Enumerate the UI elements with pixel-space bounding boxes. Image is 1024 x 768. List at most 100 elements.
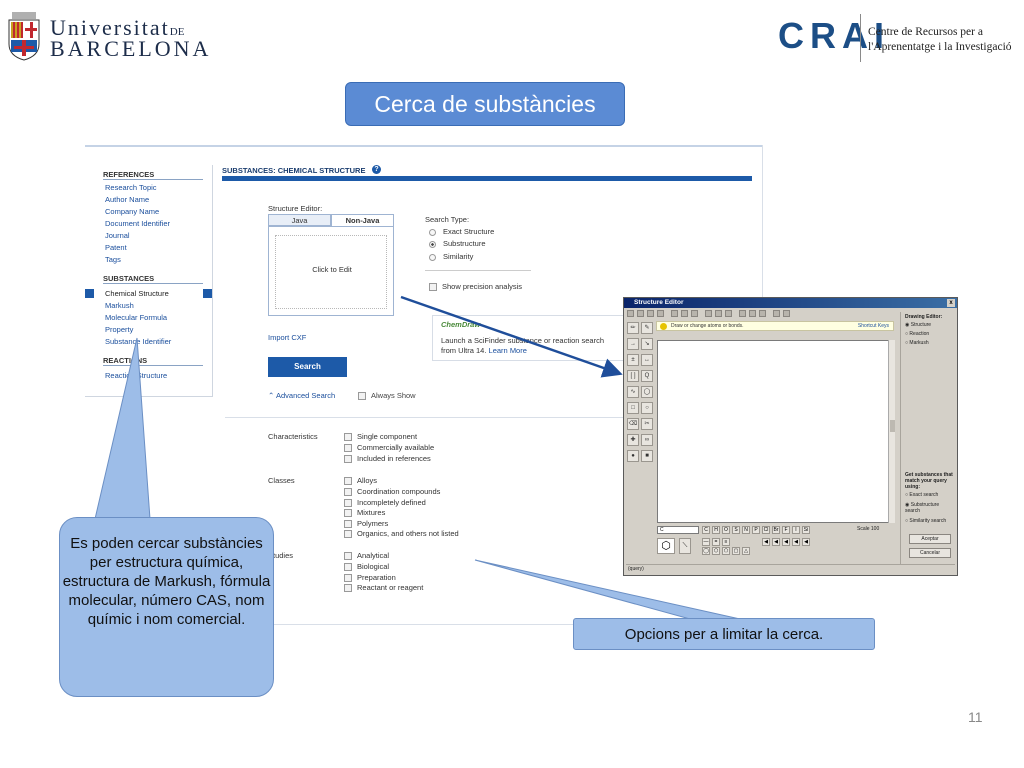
shortcut-keys-link[interactable]: Shortcut Keys [857, 323, 889, 329]
hexagon-ring-icon[interactable]: ⬡ [657, 538, 675, 554]
accept-button[interactable]: Aceptar [909, 534, 951, 544]
tab-java[interactable]: Java [268, 214, 331, 226]
toolbar-button[interactable] [725, 310, 732, 317]
element-button-n[interactable]: N [742, 526, 750, 534]
element-button-c[interactable]: C [702, 526, 710, 534]
filter-checkbox[interactable] [344, 552, 352, 561]
arrow-left-icon[interactable]: ◀ [802, 538, 810, 546]
import-cxf-link[interactable]: Import CXF [268, 333, 307, 342]
red-tool-icon[interactable]: ■ [641, 450, 653, 462]
radio-substructure[interactable]: Substructure [429, 239, 486, 248]
scale-control[interactable]: Scale 100 [857, 526, 879, 532]
lasso-tool-icon[interactable]: ○ [641, 402, 653, 414]
sidebar-item-tags[interactable]: Tags [105, 255, 121, 264]
match-option-substructure[interactable]: ◉ Substructure search [905, 502, 940, 514]
close-icon[interactable]: x [947, 299, 955, 307]
element-button-h[interactable]: H [712, 526, 720, 534]
atom-tool-icon[interactable]: → [627, 338, 639, 350]
drawing-option-reaction[interactable]: ○ Reaction [905, 331, 930, 337]
element-button-s[interactable]: S [732, 526, 740, 534]
element-button-si[interactable]: Si [802, 526, 810, 534]
element-button-br[interactable]: Br [772, 526, 780, 534]
filter-checkbox[interactable] [344, 584, 352, 593]
filter-reactant-or-reagent[interactable]: Reactant or reagent [344, 583, 423, 593]
toolbar-button[interactable] [705, 310, 712, 317]
filter-coordination-compounds[interactable]: Coordination compounds [344, 487, 440, 497]
bond-template-icon[interactable]: ⟍ [679, 538, 691, 554]
arrow-left-icon[interactable]: ◀ [782, 538, 790, 546]
bracket-tool-icon[interactable]: [ ] [627, 370, 639, 382]
match-option-exact[interactable]: ○ Exact search [905, 492, 939, 498]
query-tool-icon[interactable]: Q [641, 370, 653, 382]
filter-checkbox[interactable] [344, 477, 352, 486]
select-tool-icon[interactable]: □ [627, 402, 639, 414]
double-bond-icon[interactable]: = [712, 538, 720, 546]
toolbar-button[interactable] [749, 310, 756, 317]
filter-checkbox[interactable] [344, 499, 352, 508]
filter-checkbox[interactable] [344, 530, 352, 539]
sidebar-item-markush[interactable]: Markush [105, 301, 134, 310]
filter-organics[interactable]: Organics, and others not listed [344, 529, 459, 539]
element-button-p[interactable]: P [752, 526, 760, 534]
filter-checkbox[interactable] [344, 574, 352, 583]
filter-included-in-references[interactable]: Included in references [344, 454, 431, 464]
toolbar-button[interactable] [773, 310, 780, 317]
filter-checkbox[interactable] [344, 433, 352, 442]
filter-polymers[interactable]: Polymers [344, 519, 388, 529]
eraser-tool-icon[interactable]: ⌫ [627, 418, 639, 430]
radio-exact-structure[interactable]: Exact Structure [429, 227, 494, 236]
toolbar-button[interactable] [627, 310, 634, 317]
filter-checkbox[interactable] [344, 520, 352, 529]
filter-biological[interactable]: Biological [344, 562, 389, 572]
ring-button-icon[interactable]: ▢ [732, 547, 740, 555]
toolbar-button[interactable] [647, 310, 654, 317]
filter-incompletely-defined[interactable]: Incompletely defined [344, 498, 426, 508]
ring-tool-icon[interactable]: ◯ [641, 386, 653, 398]
drawing-option-structure[interactable]: ◉ Structure [905, 322, 932, 328]
element-button-cl[interactable]: Cl [762, 526, 770, 534]
sidebar-item-property[interactable]: Property [105, 325, 134, 334]
precision-checkbox[interactable] [429, 283, 437, 292]
editor-drawing-canvas[interactable] [657, 340, 895, 523]
arrow-tool-icon[interactable]: ↔ [641, 354, 653, 366]
toolbar-button[interactable] [783, 310, 790, 317]
drawing-option-markush[interactable]: ○ Markush [905, 340, 929, 346]
precision-analysis-option[interactable]: Show precision analysis [429, 282, 522, 292]
ring-button-icon[interactable]: ⬡ [712, 547, 720, 555]
sidebar-item-molecular-formula[interactable]: Molecular Formula [105, 313, 168, 322]
charge-tool-icon[interactable]: ± [627, 354, 639, 366]
ring-button-icon[interactable]: ⬠ [722, 547, 730, 555]
filter-commercially-available[interactable]: Commercially available [344, 443, 434, 453]
sidebar-item-company-name[interactable]: Company Name [105, 207, 160, 216]
toolbar-button[interactable] [681, 310, 688, 317]
sidebar-item-substance-identifier[interactable]: Substance Identifier [105, 337, 172, 346]
search-button[interactable]: Search [268, 357, 347, 377]
toolbar-button[interactable] [759, 310, 766, 317]
element-button-o[interactable]: O [722, 526, 730, 534]
ring-button-icon[interactable]: ◯ [702, 547, 710, 555]
scissors-icon[interactable]: ✂ [641, 418, 653, 430]
scrollbar-thumb[interactable] [890, 420, 895, 432]
arrow-left-icon[interactable]: ◀ [772, 538, 780, 546]
scale-value[interactable]: 100 [870, 526, 880, 532]
triple-bond-icon[interactable]: ≡ [722, 538, 730, 546]
toolbar-button[interactable] [715, 310, 722, 317]
filter-checkbox[interactable] [344, 488, 352, 497]
ring-button-icon[interactable]: △ [742, 547, 750, 555]
help-icon[interactable]: ? [372, 165, 381, 174]
radio-button[interactable] [429, 253, 436, 261]
bond-tool-icon[interactable]: ↘ [641, 338, 653, 350]
filter-checkbox[interactable] [344, 455, 352, 464]
group-tool-icon[interactable]: ∞ [641, 434, 653, 446]
sidebar-item-chemical-structure[interactable]: Chemical Structure [105, 289, 169, 298]
move-tool-icon[interactable]: ✚ [627, 434, 639, 446]
filter-single-component[interactable]: Single component [344, 432, 417, 442]
sidebar-item-author-name[interactable]: Author Name [105, 195, 150, 204]
structure-editor-preview[interactable]: Click to Edit [268, 226, 394, 316]
filter-mixtures[interactable]: Mixtures [344, 508, 385, 518]
filter-alloys[interactable]: Alloys [344, 476, 377, 486]
filter-checkbox[interactable] [344, 444, 352, 453]
toolbar-button[interactable] [691, 310, 698, 317]
chain-tool-icon[interactable]: ∿ [627, 386, 639, 398]
advanced-search-link[interactable]: ⌃ Advanced Search [268, 391, 335, 400]
